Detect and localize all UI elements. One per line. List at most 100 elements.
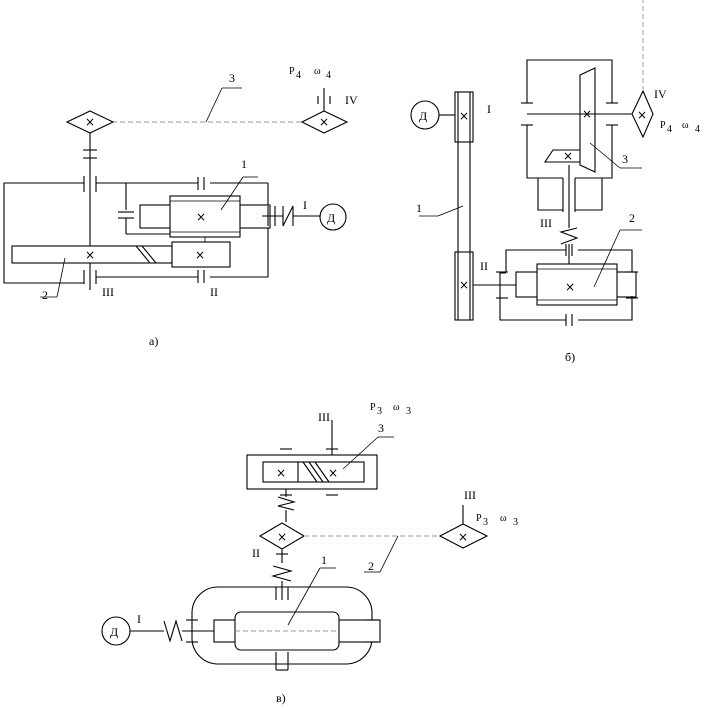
caption-c: в) bbox=[276, 691, 286, 705]
callout-1: 1 bbox=[241, 157, 247, 171]
diagram-a: 3 × × IV P 4 ω 4 bbox=[3, 66, 358, 348]
leader-2 bbox=[56, 257, 66, 298]
power-symbol: P bbox=[660, 120, 666, 131]
shaft-label-iv: IV bbox=[345, 93, 358, 107]
shaft-label-iii-right: III bbox=[464, 488, 476, 502]
callout-3: 3 bbox=[378, 421, 384, 435]
coupling bbox=[277, 496, 297, 511]
motor-label: Д bbox=[110, 625, 118, 639]
worm-gear-2 bbox=[536, 263, 618, 306]
power-top: P bbox=[370, 402, 376, 413]
bevel-gear-vertical bbox=[579, 67, 596, 173]
motor-d bbox=[319, 203, 347, 231]
cross-mark: × bbox=[276, 466, 286, 480]
leader-2 bbox=[593, 229, 621, 288]
callout-2: 2 bbox=[368, 559, 374, 573]
sprocket-right bbox=[438, 523, 489, 549]
housing-top bbox=[526, 59, 613, 103]
helix-line bbox=[302, 461, 318, 483]
callout-1: 1 bbox=[416, 201, 422, 215]
cross-mark: × bbox=[277, 530, 287, 544]
cross-mark: × bbox=[85, 248, 95, 262]
housing-bevel bbox=[537, 178, 563, 211]
omega-sub: 4 bbox=[326, 70, 331, 81]
pulley-bottom bbox=[454, 251, 474, 321]
sprocket-output bbox=[631, 89, 654, 139]
caption-a: а) bbox=[149, 334, 158, 348]
housing-right bbox=[602, 125, 613, 179]
coupling bbox=[163, 619, 183, 643]
shaft-label-iii: III bbox=[102, 285, 114, 299]
omega-sub: 4 bbox=[695, 124, 700, 135]
leader-1 bbox=[287, 567, 321, 626]
omega-symbol: ω bbox=[682, 120, 689, 131]
callout-1: 1 bbox=[321, 553, 327, 567]
housing-lower bbox=[578, 296, 633, 321]
shaft-label-i: I bbox=[487, 102, 491, 116]
callout-2: 2 bbox=[42, 288, 48, 302]
helix-line bbox=[314, 461, 330, 483]
cross-mark: × bbox=[565, 280, 575, 294]
cross-mark: × bbox=[459, 278, 469, 292]
helix-line bbox=[135, 245, 151, 264]
leader-2 bbox=[379, 535, 399, 573]
callout-2: 2 bbox=[629, 211, 635, 225]
callout-3: 3 bbox=[622, 152, 628, 166]
power-right-sub: 3 bbox=[483, 517, 488, 528]
power-sub: 4 bbox=[667, 124, 672, 135]
housing-bevel bbox=[575, 178, 603, 211]
housing-lower-top bbox=[505, 249, 566, 272]
shaft-label-i: I bbox=[303, 198, 307, 212]
omega-symbol: ω bbox=[314, 66, 321, 77]
shaft-label-ii: II bbox=[480, 259, 488, 273]
cross-mark: × bbox=[195, 248, 205, 262]
shaft-label-iii: III bbox=[540, 216, 552, 230]
callout-3: 3 bbox=[229, 71, 235, 85]
cross-mark: × bbox=[85, 115, 95, 129]
omega-right-sub: 3 bbox=[513, 517, 518, 528]
housing-left bbox=[3, 182, 84, 284]
omega-top: ω bbox=[393, 402, 400, 413]
cross-mark: × bbox=[328, 466, 338, 480]
motor-label: Д bbox=[419, 109, 427, 123]
helix-line bbox=[141, 245, 157, 264]
cross-mark: × bbox=[196, 210, 206, 224]
shaft-label-ii: II bbox=[210, 285, 218, 299]
cross-mark: × bbox=[458, 530, 468, 544]
pulley-top bbox=[454, 91, 474, 143]
power-symbol: P bbox=[289, 66, 295, 77]
shaft-label-i: I bbox=[137, 612, 141, 626]
omega-right: ω bbox=[500, 513, 507, 524]
cross-mark: × bbox=[459, 109, 469, 123]
leader-1 bbox=[437, 205, 464, 217]
diagram-c: × × III P 3 ω 3 3 × 2 × III P 3 ω 3 bbox=[101, 402, 518, 705]
housing-left bbox=[526, 125, 538, 179]
shaft-label-iv: IV bbox=[654, 87, 667, 101]
shaft-label-ii: II bbox=[252, 546, 260, 560]
motor-label: Д bbox=[327, 211, 335, 225]
coupling bbox=[559, 227, 579, 245]
power-right: P bbox=[476, 513, 482, 524]
cross-mark: × bbox=[563, 149, 573, 163]
sprocket-left bbox=[65, 110, 115, 134]
coupling bbox=[282, 205, 294, 227]
diagram-b: Д I × × 1 II × 2 bbox=[410, 0, 700, 364]
caption-b: б) bbox=[565, 350, 575, 364]
shaft-label-iii-top: III bbox=[318, 410, 330, 424]
power-top-sub: 3 bbox=[377, 406, 382, 417]
leader-1 bbox=[220, 176, 244, 211]
helix-line bbox=[308, 461, 324, 483]
power-sub: 4 bbox=[296, 70, 301, 81]
gear-2-small bbox=[171, 241, 231, 268]
cross-mark: × bbox=[319, 115, 329, 129]
housing-lower-top bbox=[578, 249, 633, 272]
omega-top-sub: 3 bbox=[406, 406, 411, 417]
housing-lower bbox=[499, 272, 566, 321]
leader-3 bbox=[205, 87, 223, 123]
cross-mark: × bbox=[637, 108, 647, 122]
leader-3 bbox=[589, 142, 621, 169]
coupling bbox=[270, 565, 294, 582]
sprocket-right bbox=[300, 110, 349, 134]
